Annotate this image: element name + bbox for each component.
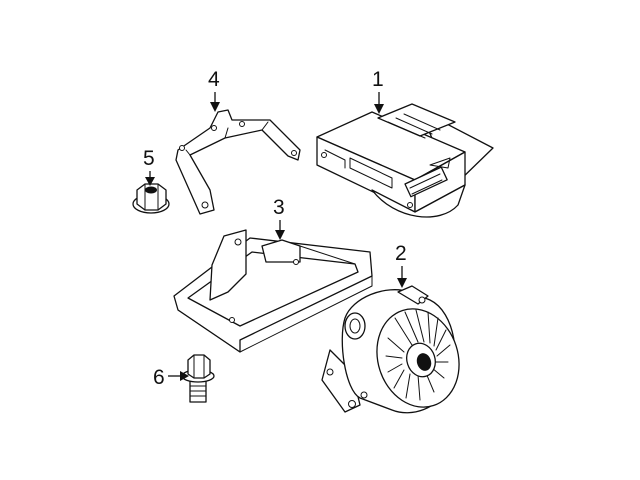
callout-5: 5 [143, 147, 155, 186]
callout-4-label: 4 [208, 68, 220, 91]
callout-2-label: 2 [395, 242, 407, 265]
part-2-sounder[interactable] [321, 285, 471, 418]
part-1-control-module[interactable] [316, 103, 494, 218]
callout-3: 3 [273, 196, 285, 240]
callout-6: 6 [153, 366, 189, 389]
part-4-bracket[interactable] [175, 109, 301, 215]
callout-1: 1 [372, 68, 384, 114]
callout-2: 2 [395, 242, 407, 288]
part-6-bolt[interactable] [181, 354, 215, 403]
callout-3-label: 3 [273, 196, 285, 219]
callout-4: 4 [208, 68, 220, 112]
callout-6-label: 6 [153, 366, 165, 389]
part-3-mounting-tray[interactable] [173, 229, 373, 353]
part-5-flange-nut[interactable] [132, 183, 170, 214]
callout-5-label: 5 [143, 147, 155, 170]
callout-1-label: 1 [372, 68, 384, 91]
